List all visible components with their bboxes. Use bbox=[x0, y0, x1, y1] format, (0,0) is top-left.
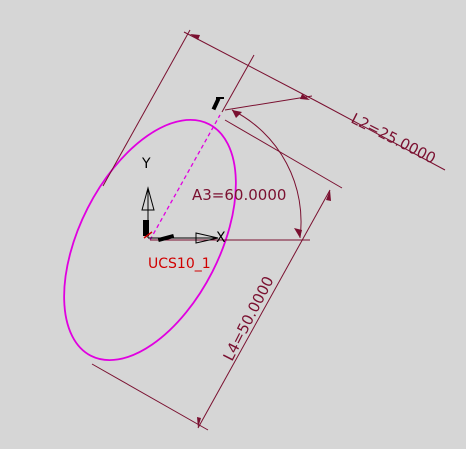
l4-label[interactable]: L4=50.0000 bbox=[220, 273, 278, 364]
a3-label[interactable]: A3=60.0000 bbox=[192, 186, 286, 204]
l2-extension-right bbox=[224, 95, 313, 111]
l2-leader bbox=[317, 101, 446, 171]
l2-arrow-left-icon bbox=[190, 34, 200, 40]
ucs-label[interactable]: UCS10_1 bbox=[148, 256, 211, 272]
a3-extension bbox=[221, 54, 255, 113]
origin-marker-icon bbox=[143, 220, 149, 236]
l2-arrow-right-icon bbox=[300, 94, 310, 100]
l2-extension-left bbox=[102, 29, 191, 187]
l4-dimension-line[interactable] bbox=[197, 189, 331, 429]
ellipse-curve[interactable] bbox=[29, 92, 272, 387]
major-axis-dashed bbox=[149, 114, 221, 241]
l2-label[interactable]: L2=25.0000 bbox=[348, 110, 439, 168]
a3-arc[interactable] bbox=[231, 109, 302, 239]
a3-arrow-top-icon bbox=[232, 110, 242, 118]
l4-extension-top bbox=[224, 119, 343, 189]
y-axis-label: Y bbox=[141, 156, 151, 172]
origin-red-tick bbox=[143, 231, 153, 239]
point-marker-icon[interactable] bbox=[211, 97, 221, 111]
x-arrow-icon bbox=[195, 232, 219, 244]
ucs-triad-icon[interactable] bbox=[141, 186, 219, 244]
l2-dimension-line[interactable] bbox=[183, 31, 319, 103]
l4-extension-bottom bbox=[91, 363, 209, 431]
l4-arrow-top-icon bbox=[326, 190, 331, 201]
a3-arrow-bottom-icon bbox=[294, 228, 302, 238]
l4-arrow-bottom-icon bbox=[197, 417, 201, 428]
y-arrow-icon bbox=[141, 186, 155, 211]
x-marker-icon bbox=[157, 233, 175, 243]
x-axis-label: X bbox=[216, 230, 226, 246]
